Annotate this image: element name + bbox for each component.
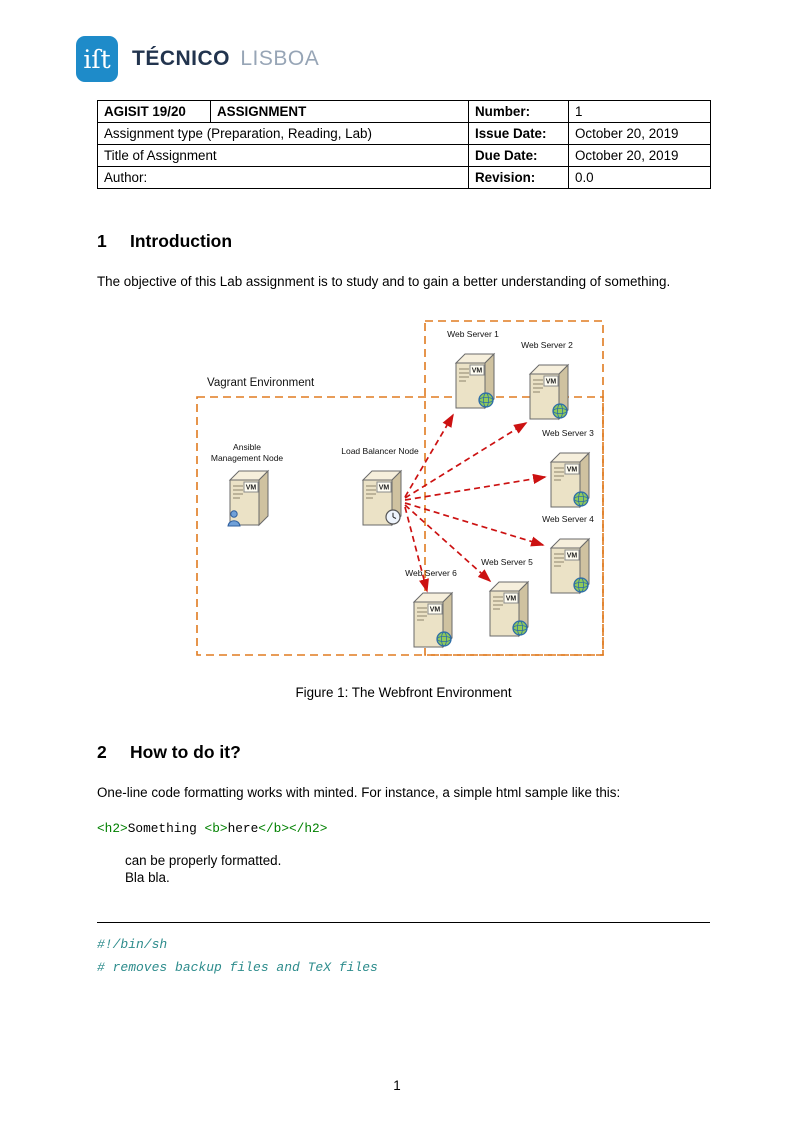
ist-shield-icon: iſt [76, 36, 118, 82]
arrow-to-web-server-3 [404, 473, 547, 501]
cell-author: Author: [97, 166, 469, 189]
vm-badge: VM [567, 466, 578, 473]
node-ansible-management: Ansible Management Node VM [211, 442, 284, 527]
section-title: Introduction [130, 231, 233, 251]
node-web-server-1: Web Server 1 VM [447, 329, 499, 409]
load-balancer-arrows [404, 413, 547, 593]
webservers-border [424, 319, 604, 656]
vm-badge: VM [246, 484, 257, 491]
arrow-to-web-server-6 [404, 506, 429, 593]
cell-number-label: Number: [468, 100, 569, 123]
figure-caption: Figure 1: The Webfront Environment [295, 684, 512, 700]
note-line: Bla bla. [125, 870, 170, 886]
code-token-tag: </b> [258, 821, 289, 837]
vm-badge: VM [546, 378, 557, 385]
globe-icon [436, 630, 452, 647]
globe-icon [552, 402, 568, 419]
code-token-tag: </h2> [289, 821, 328, 837]
node-label: Load Balancer Node [341, 446, 419, 456]
cell-due-date-value: October 20, 2019 [568, 144, 711, 167]
node-web-server-6: Web Server 6 VM [405, 568, 457, 648]
table-row: AGISIT 19/20 ASSIGNMENT Number: 1 [97, 100, 711, 123]
section-number: 2 [97, 741, 107, 762]
page-number: 1 [393, 1078, 401, 1093]
vm-badge: VM [430, 606, 441, 613]
clock-icon [385, 508, 401, 525]
cell-issue-date-value: October 20, 2019 [568, 122, 711, 145]
node-label: Ansible [233, 442, 261, 452]
arrow-to-web-server-2 [404, 421, 528, 499]
vm-badge: VM [506, 595, 517, 602]
node-label: Web Server 1 [447, 329, 499, 339]
code-line-comment: # removes backup files and TeX files [97, 960, 378, 976]
figure-webfront-environment: Vagrant Environment Ansible Management N… [97, 317, 710, 700]
node-label: Web Server 5 [481, 557, 533, 567]
code-token-text: Something [127, 821, 205, 837]
brand-secondary: LISBOA [240, 47, 320, 70]
ist-monogram: iſt [83, 45, 110, 74]
code-token-text: here [227, 821, 259, 837]
globe-icon [512, 619, 528, 636]
code-line-shebang: #!/bin/sh [97, 937, 168, 953]
node-label: Web Server 3 [542, 428, 594, 438]
cell-assignment-type: Assignment type (Preparation, Reading, L… [97, 122, 469, 145]
section-number: 1 [97, 231, 107, 251]
globe-icon [573, 490, 589, 507]
arrow-to-web-server-5 [404, 503, 492, 582]
code-token-tag: <b> [204, 821, 228, 837]
howto-paragraph: One-line code formatting works with mint… [97, 784, 621, 800]
globe-icon [478, 391, 494, 408]
vagrant-environment-label: Vagrant Environment [207, 377, 315, 389]
cell-course: AGISIT 19/20 [97, 100, 211, 123]
arrow-to-web-server-4 [404, 501, 545, 547]
node-web-server-4: Web Server 4 VM [542, 514, 594, 594]
table-row: Assignment type (Preparation, Reading, L… [97, 122, 711, 145]
node-label: Web Server 6 [405, 568, 457, 578]
table-row: Author: Revision: 0.0 [97, 166, 711, 189]
section-heading-introduction: 1 Introduction [97, 231, 710, 252]
cell-title: Title of Assignment [97, 144, 469, 167]
vm-badge: VM [567, 552, 578, 559]
section-heading-howto: 2 How to do it? [97, 742, 710, 763]
cell-due-date-label: Due Date: [468, 144, 569, 167]
logo-header: iſt TÉCNICO LISBOA [75, 33, 710, 85]
section-title: How to do it? [130, 741, 241, 762]
vm-badge: VM [472, 367, 483, 374]
assignment-header-table: AGISIT 19/20 ASSIGNMENT Number: 1 Assign… [97, 100, 711, 189]
node-web-server-2: Web Server 2 VM [521, 340, 573, 420]
introduction-paragraph: The objective of this Lab assignment is … [97, 274, 671, 289]
brand-primary: TÉCNICO [132, 47, 230, 70]
node-load-balancer: Load Balancer Node VM [341, 446, 419, 526]
node-web-server-3: Web Server 3 VM [542, 428, 594, 508]
cell-doc-type: ASSIGNMENT [210, 100, 469, 123]
cell-issue-date-label: Issue Date: [468, 122, 569, 145]
table-row: Title of Assignment Due Date: October 20… [97, 144, 711, 167]
globe-icon [573, 576, 589, 593]
cell-revision-label: Revision: [468, 166, 569, 189]
cell-number-value: 1 [568, 100, 711, 123]
arrow-to-web-server-1 [404, 413, 454, 498]
node-label: Web Server 4 [542, 514, 594, 524]
brand-name: TÉCNICO LISBOA [132, 47, 319, 71]
note-line: can be properly formatted. [125, 853, 282, 869]
inline-code-sample: <h2>Something <b>here</b></h2> [97, 821, 710, 836]
vm-badge: VM [379, 484, 390, 491]
cell-revision-value: 0.0 [568, 166, 711, 189]
webfront-diagram: Vagrant Environment Ansible Management N… [196, 319, 604, 656]
node-label: Management Node [211, 453, 284, 463]
howto-note: can be properly formatted. Bla bla. [97, 852, 710, 886]
shell-code-block: #!/bin/sh # removes backup files and TeX… [97, 922, 710, 979]
node-label: Web Server 2 [521, 340, 573, 350]
node-web-server-5: Web Server 5 VM [481, 557, 533, 637]
code-token-tag: <h2> [97, 821, 128, 837]
